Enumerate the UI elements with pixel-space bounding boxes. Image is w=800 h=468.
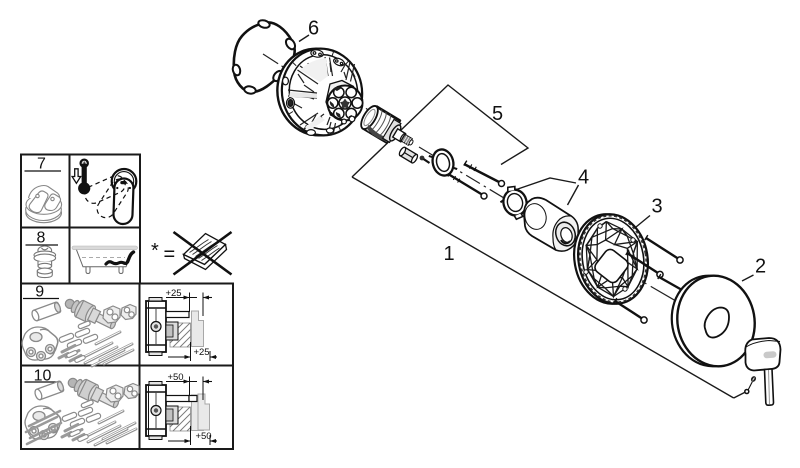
svg-text:*: * xyxy=(151,240,159,262)
svg-text:1: 1 xyxy=(443,243,454,265)
svg-text:=: = xyxy=(164,244,176,266)
svg-text:9: 9 xyxy=(35,284,44,301)
svg-text:+25: +25 xyxy=(165,288,181,299)
svg-text:6: 6 xyxy=(308,18,319,40)
svg-text:7: 7 xyxy=(37,156,46,173)
svg-text:+50: +50 xyxy=(167,372,183,383)
svg-text:3: 3 xyxy=(651,196,662,218)
svg-text:+25: +25 xyxy=(193,347,209,358)
svg-text:+50: +50 xyxy=(195,431,211,442)
svg-text:8: 8 xyxy=(37,230,46,247)
svg-text:5: 5 xyxy=(492,103,503,125)
svg-text:2: 2 xyxy=(755,256,766,278)
svg-text:10: 10 xyxy=(34,368,52,385)
svg-text:4: 4 xyxy=(578,167,589,189)
